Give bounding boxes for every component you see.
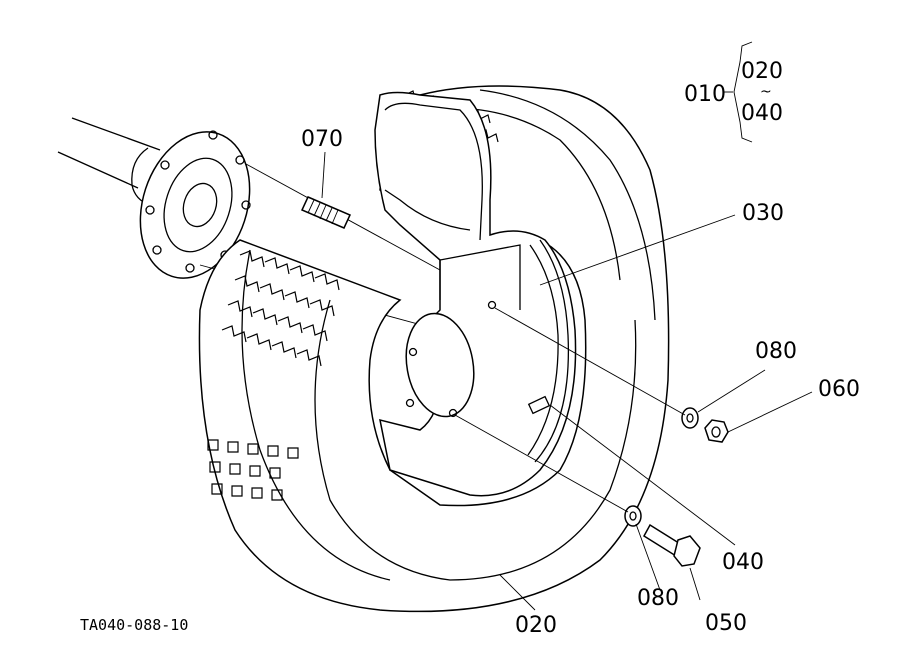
assembly-range-from: 020 <box>741 59 783 84</box>
callout-080-top: 080 <box>755 339 797 364</box>
washer-080-bottom <box>624 505 642 527</box>
drawing-code: TA040-088-10 <box>80 616 188 634</box>
nut-060 <box>704 419 729 443</box>
leader-rim-to-washer <box>494 307 686 416</box>
washer-080-top <box>681 407 699 429</box>
wheel-rim-030 <box>374 91 577 497</box>
callout-040: 040 <box>722 550 764 575</box>
stud-070 <box>300 196 352 229</box>
callout-050: 050 <box>705 611 747 636</box>
callout-060: 060 <box>818 377 860 402</box>
bolt-050 <box>643 523 701 567</box>
callout-leaders <box>321 151 813 611</box>
axle-hub <box>57 117 441 331</box>
callout-030: 030 <box>742 201 784 226</box>
callout-070: 070 <box>301 127 343 152</box>
leader-rim-to-bolt <box>454 414 629 513</box>
callout-020: 020 <box>515 613 557 638</box>
assembly-range-sep: ~ <box>760 84 772 100</box>
callout-080-bottom: 080 <box>637 586 679 611</box>
assembly-range-to: 040 <box>741 101 783 126</box>
assembly-label: 010 <box>684 82 726 107</box>
assembly-bracket <box>724 41 753 143</box>
